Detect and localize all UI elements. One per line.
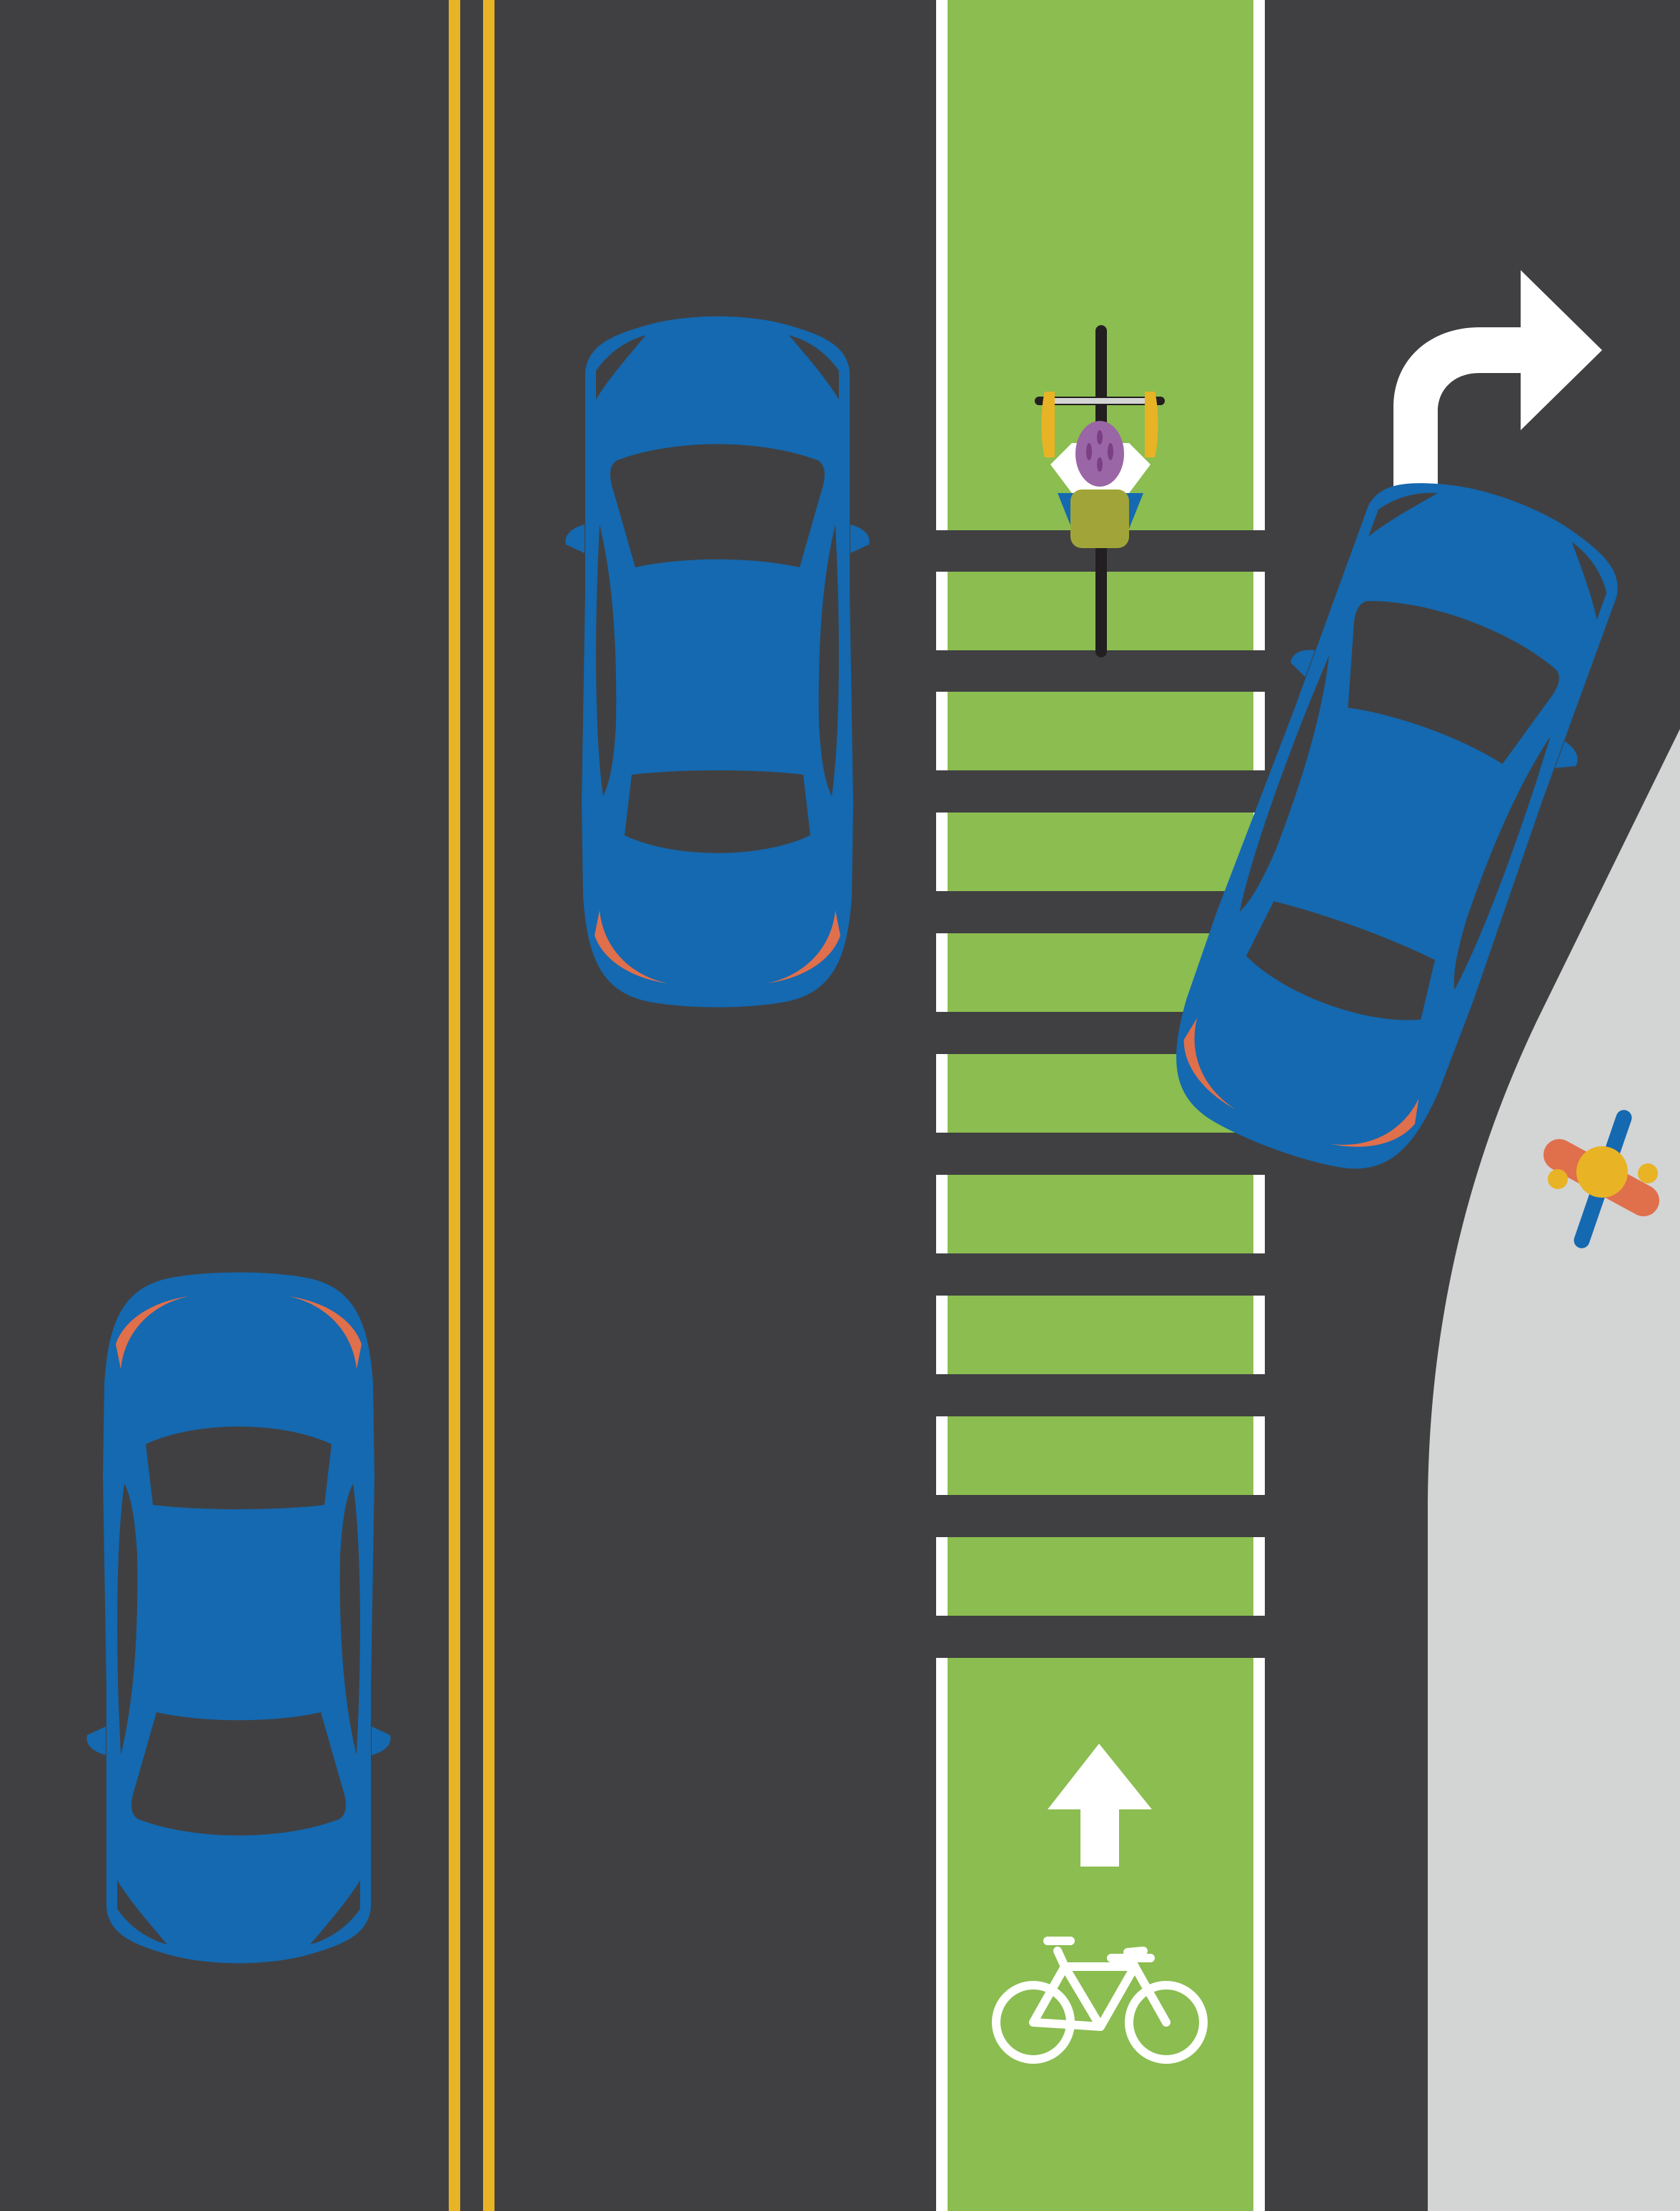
- right-turn-arrow-icon: [1393, 270, 1602, 500]
- bicycle-icon: [992, 1937, 1208, 2064]
- yellow-center-line-left: [449, 0, 460, 2211]
- yellow-center-line-right: [483, 0, 494, 2211]
- through-lane-car: [565, 316, 870, 1008]
- up-arrow-icon: [1048, 1744, 1152, 1867]
- left-lane-car: [86, 1272, 391, 1964]
- bike-lane-lower: [936, 1658, 1265, 2211]
- pedestrian-on-sidewalk: [1544, 1110, 1659, 1248]
- cyclist-in-bike-lane: [1035, 325, 1165, 657]
- sidewalk: [1428, 729, 1680, 2211]
- bike-crossing-markings: [936, 572, 1265, 1616]
